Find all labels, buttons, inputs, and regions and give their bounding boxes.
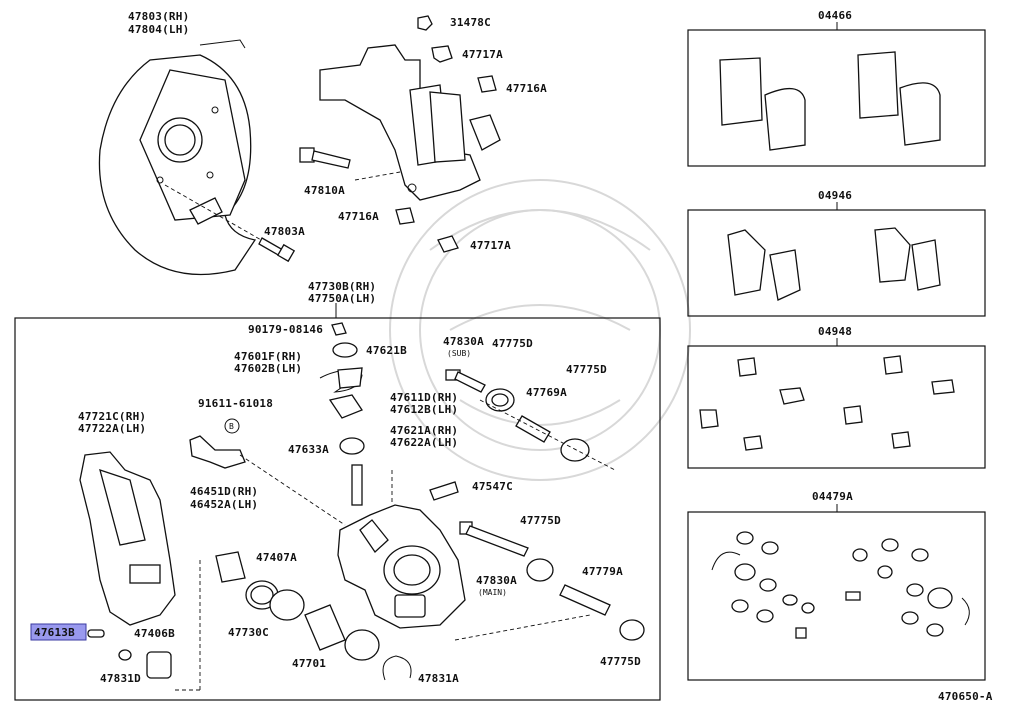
label-47730C: 47730C — [228, 626, 269, 639]
highlight-47613B — [30, 623, 87, 641]
sleeve-47769A — [515, 415, 551, 443]
label-47775D-b: 47775D — [566, 363, 607, 376]
pin-47830A-sub — [445, 369, 486, 393]
bleeder-47547C — [429, 481, 459, 501]
label-47803: 47803(RH) — [128, 10, 189, 23]
clip-47717A-mid — [437, 235, 459, 253]
label-kit-04466: 04466 — [818, 9, 852, 22]
label-47831A: 47831A — [418, 672, 459, 685]
clip-47717A-top — [431, 45, 453, 63]
label-sub-note: (SUB) — [447, 349, 471, 358]
boot-47775D-d — [619, 619, 645, 641]
label-47717A-mid: 47717A — [470, 239, 511, 252]
clip-47716A-mid — [395, 207, 415, 225]
label-47716A-top: 47716A — [506, 82, 547, 95]
kit-04479A-box — [687, 504, 986, 681]
kit-04466-box — [687, 22, 986, 167]
label-47779A: 47779A — [582, 565, 623, 578]
label-91611: 91611-61018 — [198, 397, 273, 410]
dust-cover-47803 — [98, 39, 271, 276]
assembly-lines — [175, 399, 616, 691]
plate-47611D — [328, 394, 363, 419]
clip-47716A-top — [477, 75, 497, 93]
diagram-id: 470650-A — [938, 690, 993, 703]
label-47775D-c: 47775D — [520, 514, 561, 527]
label-47406B: 47406B — [134, 627, 175, 640]
kit-04946-box — [687, 202, 986, 317]
boot-47621B — [332, 342, 358, 358]
label-kit-04479A: 04479A — [812, 490, 853, 503]
spring-47601F — [319, 367, 363, 393]
boot-47775D-a — [485, 388, 515, 412]
label-main-note: (MAIN) — [478, 588, 507, 597]
pin-47621A — [351, 464, 363, 506]
label-47750A: 47750A(LH) — [308, 292, 376, 305]
caliper-assembly-frame — [14, 317, 661, 701]
labels-layer: 47803(RH) 47804(LH) 31478C 47717A 47716A… — [34, 9, 993, 703]
label-47804: 47804(LH) — [128, 23, 189, 36]
label-47612B: 47612B(LH) — [390, 403, 458, 416]
label-47721C: 47721C(RH) — [78, 410, 146, 423]
b-marker-text: B — [229, 422, 234, 431]
label-47830A-sub: 47830A — [443, 335, 484, 348]
piston-47407A — [215, 551, 246, 583]
label-47717A-top: 47717A — [462, 48, 503, 61]
label-47621B: 47621B — [366, 344, 407, 357]
label-47547C: 47547C — [472, 480, 513, 493]
boot-47775D-b — [560, 438, 590, 462]
caliper-body — [337, 504, 466, 629]
label-47701: 47701 — [292, 657, 326, 670]
seal-ring — [269, 589, 305, 621]
label-31478C: 31478C — [450, 16, 491, 29]
torque-plate-47721C — [79, 451, 176, 626]
label-47621A: 47621A(RH) — [390, 424, 458, 437]
label-47602B: 47602B(LH) — [234, 362, 302, 375]
pin-47830A-main — [459, 521, 529, 557]
label-kit-04948: 04948 — [818, 325, 852, 338]
boot-47775D-c — [526, 558, 554, 582]
bracket-46451D — [189, 435, 246, 469]
piston-47406B — [146, 651, 172, 679]
label-47775D-d: 47775D — [600, 655, 641, 668]
label-47803A: 47803A — [264, 225, 305, 238]
label-47633A: 47633A — [288, 443, 329, 456]
label-90179: 90179-08146 — [248, 323, 323, 336]
caliper-mount-top — [319, 44, 501, 201]
label-47722A: 47722A(LH) — [78, 422, 146, 435]
label-47769A: 47769A — [526, 386, 567, 399]
label-47775D-a: 47775D — [492, 337, 533, 350]
label-47611D: 47611D(RH) — [390, 391, 458, 404]
label-kit-04946: 04946 — [818, 189, 852, 202]
ring-seal — [344, 629, 380, 661]
boot-47633A — [339, 437, 365, 455]
bolt-47810A — [299, 147, 351, 169]
label-47622A: 47622A(LH) — [390, 436, 458, 449]
label-47407A: 47407A — [256, 551, 297, 564]
label-47730B: 47730B(RH) — [308, 280, 376, 293]
label-47601F: 47601F(RH) — [234, 350, 302, 363]
label-46452A: 46452A(LH) — [190, 498, 258, 511]
b-marker: B — [224, 418, 240, 434]
cap-31478C — [417, 15, 433, 31]
label-46451D: 46451D(RH) — [190, 485, 258, 498]
label-47613B: 47613B — [34, 626, 75, 639]
ring-47831A — [382, 655, 412, 681]
label-47830A-main: 47830A — [476, 574, 517, 587]
washer-47831D — [118, 649, 132, 661]
label-47716A-mid: 47716A — [338, 210, 379, 223]
label-47810A: 47810A — [304, 184, 345, 197]
bolt-47803A — [258, 237, 296, 263]
nut-90179 — [331, 322, 347, 336]
sleeve-47779A — [559, 584, 611, 616]
piston-47701 — [304, 604, 346, 651]
kit-04948-box — [687, 338, 986, 469]
pin-47613B — [87, 629, 105, 638]
label-47831D: 47831D — [100, 672, 141, 685]
